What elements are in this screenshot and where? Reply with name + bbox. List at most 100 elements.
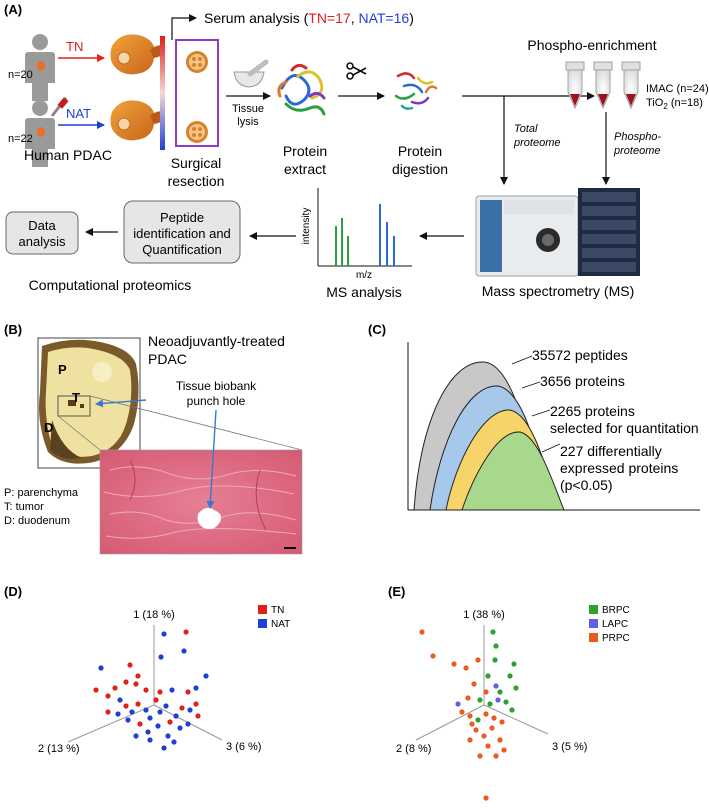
enrichment-tubes-icon xyxy=(565,61,641,110)
funnel-diagram xyxy=(407,342,700,511)
pca-point xyxy=(179,705,185,711)
data-analysis-label-2: analysis xyxy=(19,234,66,249)
legend-prpc-swatch xyxy=(589,633,598,642)
pca-point xyxy=(485,673,491,679)
intensity-axis-label: intensity xyxy=(301,208,312,245)
legend-duodenum: D: duodenum xyxy=(4,515,70,527)
pca-point xyxy=(185,721,191,727)
proteins-label: 3656 proteins xyxy=(540,373,625,389)
legend-nat-label: NAT xyxy=(271,619,290,630)
protein-extract-label-1: Protein xyxy=(283,143,327,159)
pca-point xyxy=(455,701,461,707)
legend-tn-swatch xyxy=(258,605,267,614)
pca-point xyxy=(105,709,111,715)
serum-prefix: Serum analysis ( xyxy=(204,10,309,26)
pca-point xyxy=(513,685,519,691)
pca-point xyxy=(473,727,479,733)
protein-structure-icon xyxy=(277,63,326,116)
pca-point xyxy=(173,713,179,719)
pca-point xyxy=(459,709,465,715)
pca-point xyxy=(469,721,475,727)
protein-extract-label-2: extract xyxy=(284,161,326,177)
pca-point xyxy=(157,709,163,715)
pca-point xyxy=(125,717,131,723)
identification-label-2: identification and xyxy=(133,226,231,241)
pca-point xyxy=(133,681,139,687)
legend-lapc-swatch xyxy=(589,619,598,628)
pca-point xyxy=(153,697,159,703)
serum-arrow xyxy=(171,14,197,40)
pca-point xyxy=(492,657,498,663)
human-pdac-label: Human PDAC xyxy=(24,147,112,163)
pca-point xyxy=(491,715,497,721)
pca-point xyxy=(177,725,183,731)
punch-pointer-histology xyxy=(206,409,217,509)
pca-point xyxy=(503,699,509,705)
pancreas-icon-top xyxy=(110,34,165,75)
legend-tumor: T: tumor xyxy=(4,501,44,513)
zoom-region-box xyxy=(57,395,91,417)
pca-point xyxy=(123,703,129,709)
mass-spectrometer-icon xyxy=(475,188,640,277)
pca-point xyxy=(477,697,483,703)
peptide-fragments-icon xyxy=(394,72,438,110)
zoom-line-left xyxy=(57,415,101,451)
identification-label-3: Quantification xyxy=(142,242,222,257)
scissors-icon xyxy=(346,62,367,80)
pca-point xyxy=(451,661,457,667)
punch-hole xyxy=(197,507,222,530)
surgical-label-1: Surgical xyxy=(171,155,222,171)
pca-point xyxy=(467,713,473,719)
pca-point xyxy=(112,685,118,691)
pca-point xyxy=(495,697,501,703)
pca-e-axis-1: 1 (38 %) xyxy=(463,609,505,621)
pca-point xyxy=(497,689,503,695)
nat-label: NAT xyxy=(66,106,91,121)
pca-e-axis-2: 2 (8 %) xyxy=(396,743,431,755)
pca-point xyxy=(169,687,175,693)
pca-point xyxy=(493,683,499,689)
pca-point xyxy=(143,707,149,713)
mortar-pestle-icon xyxy=(233,59,269,88)
tio2-rest: (n=18) xyxy=(668,97,703,109)
pca-point xyxy=(475,657,481,663)
specimen-d-marker: D xyxy=(44,420,53,435)
pca-point xyxy=(193,685,199,691)
pca-point xyxy=(167,719,173,725)
lysis-label-1: Tissue xyxy=(232,103,264,115)
pca-point xyxy=(493,643,499,649)
phosphoproteome-label-1: Phospho- xyxy=(614,131,661,143)
pca-point xyxy=(93,687,99,693)
pca-point xyxy=(483,689,489,695)
pca-point xyxy=(489,725,495,731)
histology-texture xyxy=(103,459,297,539)
pca-axes-d xyxy=(67,625,223,743)
specimen-t-marker: T xyxy=(72,390,80,405)
pca-point xyxy=(481,733,487,739)
panel-b-title-2: PDAC xyxy=(148,351,187,367)
tissue-sample-top xyxy=(186,51,208,73)
legend-brpc-label: BRPC xyxy=(602,605,630,616)
pca-point xyxy=(511,661,517,667)
legend-prpc-label: PRPC xyxy=(602,633,630,644)
pca-point xyxy=(163,703,169,709)
gross-specimen-image xyxy=(39,339,139,464)
serum-nat: NAT=16 xyxy=(358,10,409,26)
pca-point xyxy=(471,681,477,687)
specimen-p-marker: P xyxy=(58,362,67,377)
identification-box xyxy=(123,200,241,264)
pca-point xyxy=(467,737,473,743)
pca-point xyxy=(203,673,209,679)
lysis-label-2: lysis xyxy=(237,116,259,128)
pca-point xyxy=(463,665,469,671)
pca-point xyxy=(145,729,151,735)
pca-point xyxy=(477,753,483,759)
pca-point xyxy=(193,701,199,707)
pca-point xyxy=(507,673,513,679)
total-proteome-label-2: proteome xyxy=(513,137,560,149)
legend-brpc-swatch xyxy=(589,605,598,614)
pca-point xyxy=(430,653,436,659)
tissue-sample-bottom xyxy=(186,121,208,143)
resection-box xyxy=(175,39,219,147)
